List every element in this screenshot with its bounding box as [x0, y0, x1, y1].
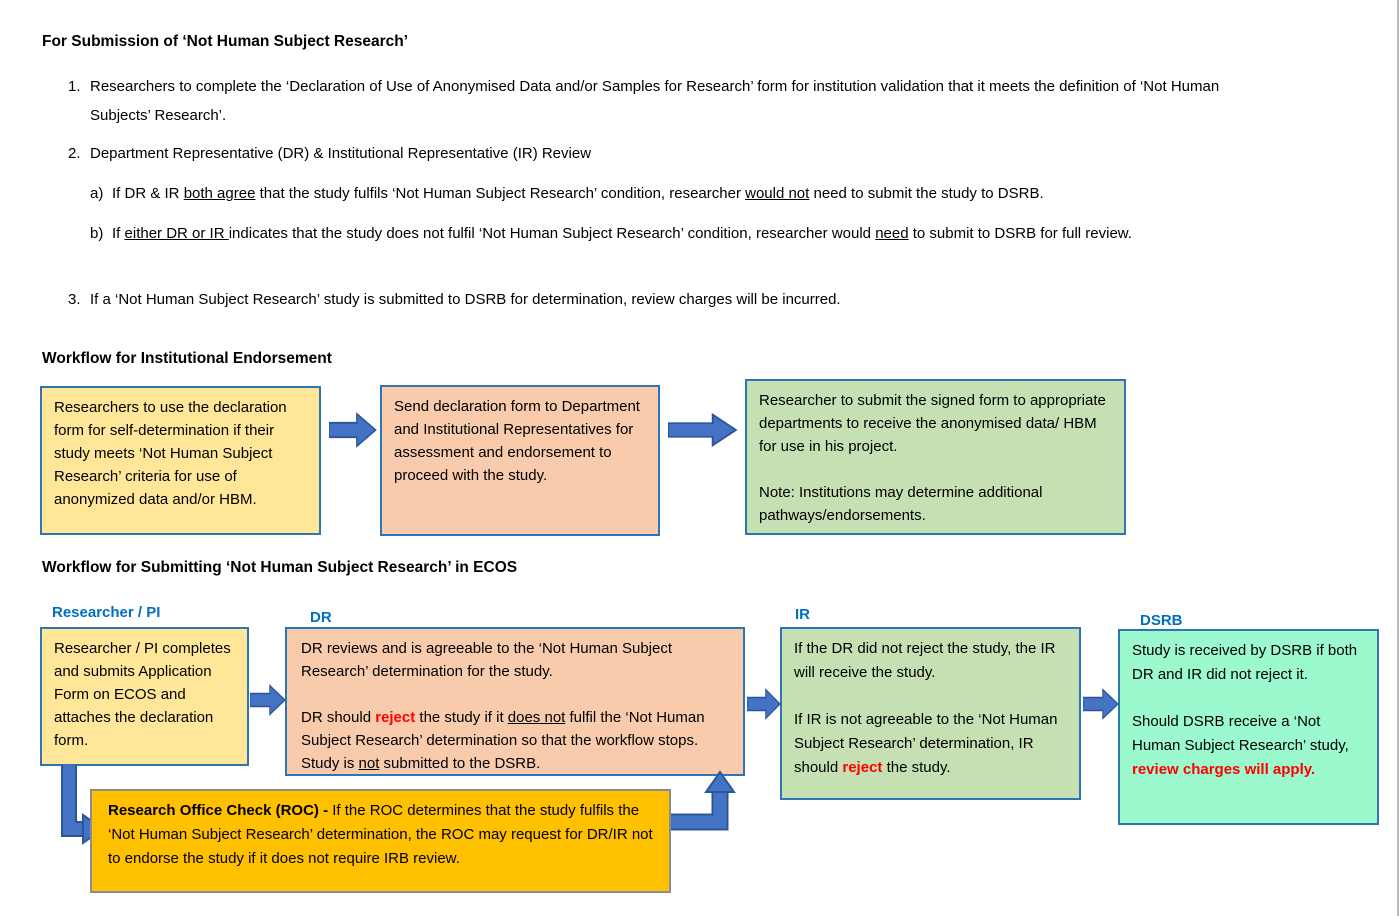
page-edge-divider [1397, 0, 1399, 916]
list-item-text: If a ‘Not Human Subject Research’ study … [90, 291, 841, 308]
list-item-3: 3. If a ‘Not Human Subject Research’ stu… [68, 285, 1280, 314]
list-item-2b: b) If either DR or IR indicates that the… [90, 219, 1285, 248]
flow-box-dr-review: DR reviews and is agreeable to the ‘Not … [285, 627, 745, 776]
list-item-2: 2. Department Representative (DR) & Inst… [68, 139, 1280, 168]
list-marker: 2. [68, 145, 81, 162]
arrow-right-icon [329, 412, 377, 448]
lane-label-researcher: Researcher / PI [52, 604, 161, 621]
section-heading-ecos-workflow: Workflow for Submitting ‘Not Human Subje… [42, 559, 518, 576]
arrow-right-icon [1083, 688, 1119, 720]
list-marker: 1. [68, 78, 81, 95]
list-item-1: 1. Researchers to complete the ‘Declarat… [68, 72, 1280, 130]
flow-box-self-determination: Researchers to use the declaration form … [40, 386, 321, 535]
elbow-arrow-up-icon [668, 770, 758, 842]
list-marker: b) [90, 225, 104, 242]
section-heading-endorsement-workflow: Workflow for Institutional Endorsement [42, 350, 332, 367]
lane-label-dr: DR [310, 609, 332, 626]
flow-box-send-declaration: Send declaration form to Department and … [380, 385, 660, 536]
list-marker: a) [90, 185, 104, 202]
list-marker: 3. [68, 291, 81, 308]
list-item-2a: a) If DR & IR both agree that the study … [90, 179, 1285, 208]
flow-box-dsrb-receive: Study is received by DSRB if both DR and… [1118, 629, 1379, 825]
arrow-right-icon [668, 413, 738, 447]
list-item-text: Researchers to complete the ‘Declaration… [90, 78, 1220, 124]
lane-label-ir: IR [795, 606, 810, 623]
list-item-text: If DR & IR both agree that the study ful… [112, 185, 1044, 202]
flow-box-ir-review: If the DR did not reject the study, the … [780, 627, 1081, 800]
flow-box-researcher-pi: Researcher / PI completes and submits Ap… [40, 627, 249, 766]
flow-box-submit-signed-form: Researcher to submit the signed form to … [745, 379, 1126, 535]
arrow-right-icon [250, 684, 286, 716]
section-heading-submission: For Submission of ‘Not Human Subject Res… [42, 33, 409, 50]
arrow-right-icon [747, 688, 781, 720]
lane-label-dsrb: DSRB [1140, 612, 1183, 629]
list-item-text: Department Representative (DR) & Institu… [90, 145, 592, 162]
flow-box-research-office-check: Research Office Check (ROC) - If the ROC… [90, 789, 671, 893]
list-item-text: If either DR or IR indicates that the st… [112, 225, 1132, 242]
